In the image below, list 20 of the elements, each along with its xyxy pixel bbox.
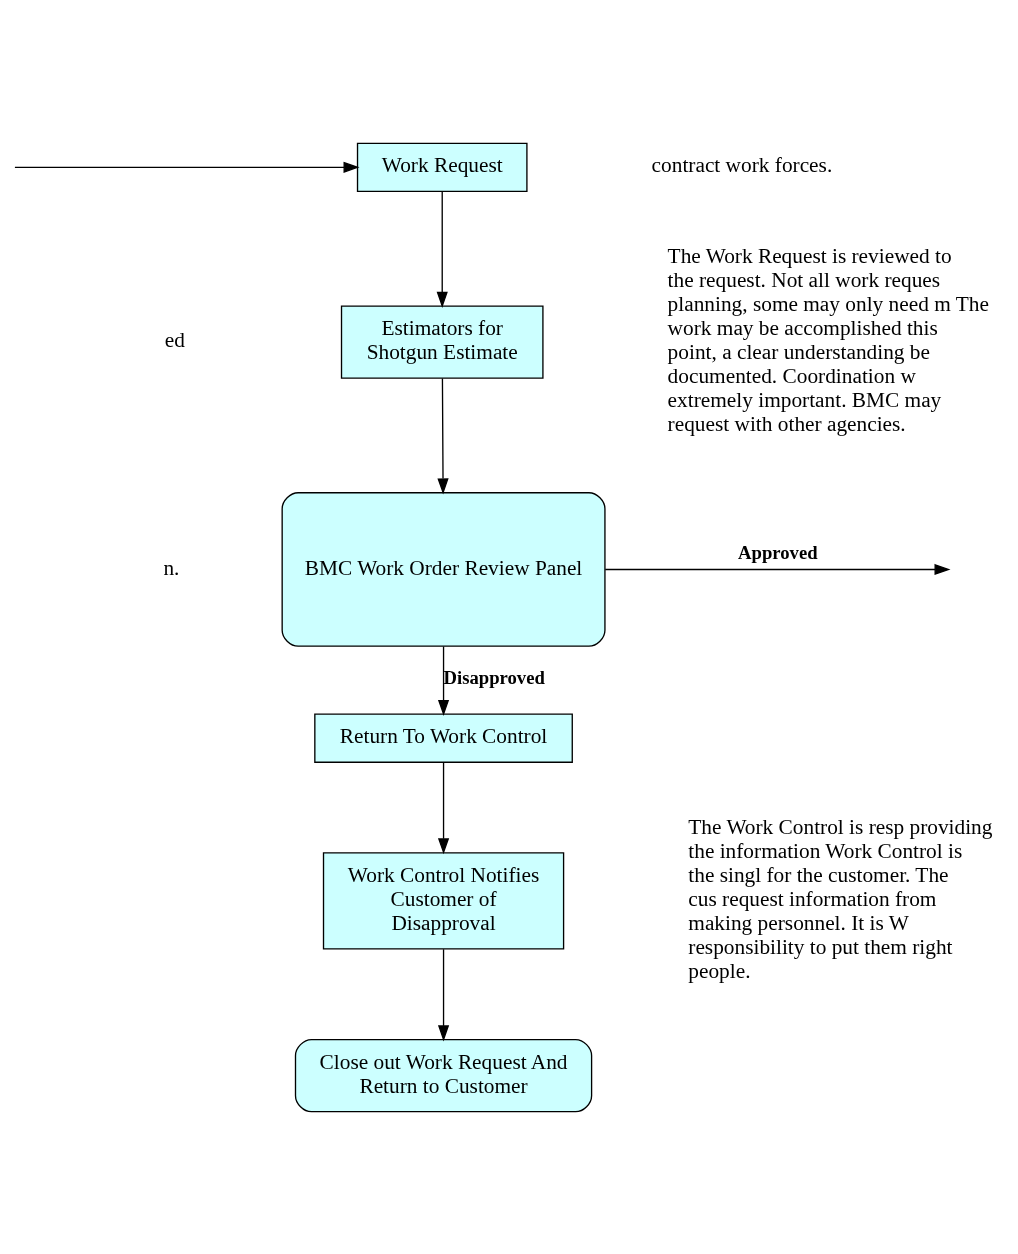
arrow — [437, 948, 450, 1041]
node-box: Work Control Notifies Customer of Disapproval — [322, 851, 565, 950]
node-box: Work Request — [356, 142, 528, 192]
arrow — [437, 377, 449, 494]
node-box: Close out Work Request And Return to Customer — [294, 1038, 593, 1112]
arrow — [437, 645, 450, 716]
label: The Work Control is resp providing the information Work Control is the singl for the customer. The cus request information from making personnel. It is W responsibility to put them right people. — [688, 814, 993, 983]
label: n. — [163, 555, 180, 580]
arrow — [437, 761, 450, 854]
node-box: Return To Work Control — [314, 713, 573, 763]
arrow — [14, 161, 360, 173]
label: contract work forces. — [651, 152, 833, 177]
arrow — [604, 563, 951, 575]
edge-label: Disapproved — [443, 666, 545, 688]
node-box: BMC Work Order Review Panel — [281, 491, 606, 647]
arrow — [436, 190, 448, 308]
label: ed — [164, 327, 185, 352]
edge-label: Approved — [738, 541, 818, 563]
label: The Work Request is reviewed to the request. Not all work reques planning, some may only need m The work may be accomplished this point, a clear understanding be documented. Coordination w extremely important. BMC may request with other agencies. — [667, 243, 989, 436]
node-box: Estimators for Shotgun Estimate — [340, 304, 544, 379]
